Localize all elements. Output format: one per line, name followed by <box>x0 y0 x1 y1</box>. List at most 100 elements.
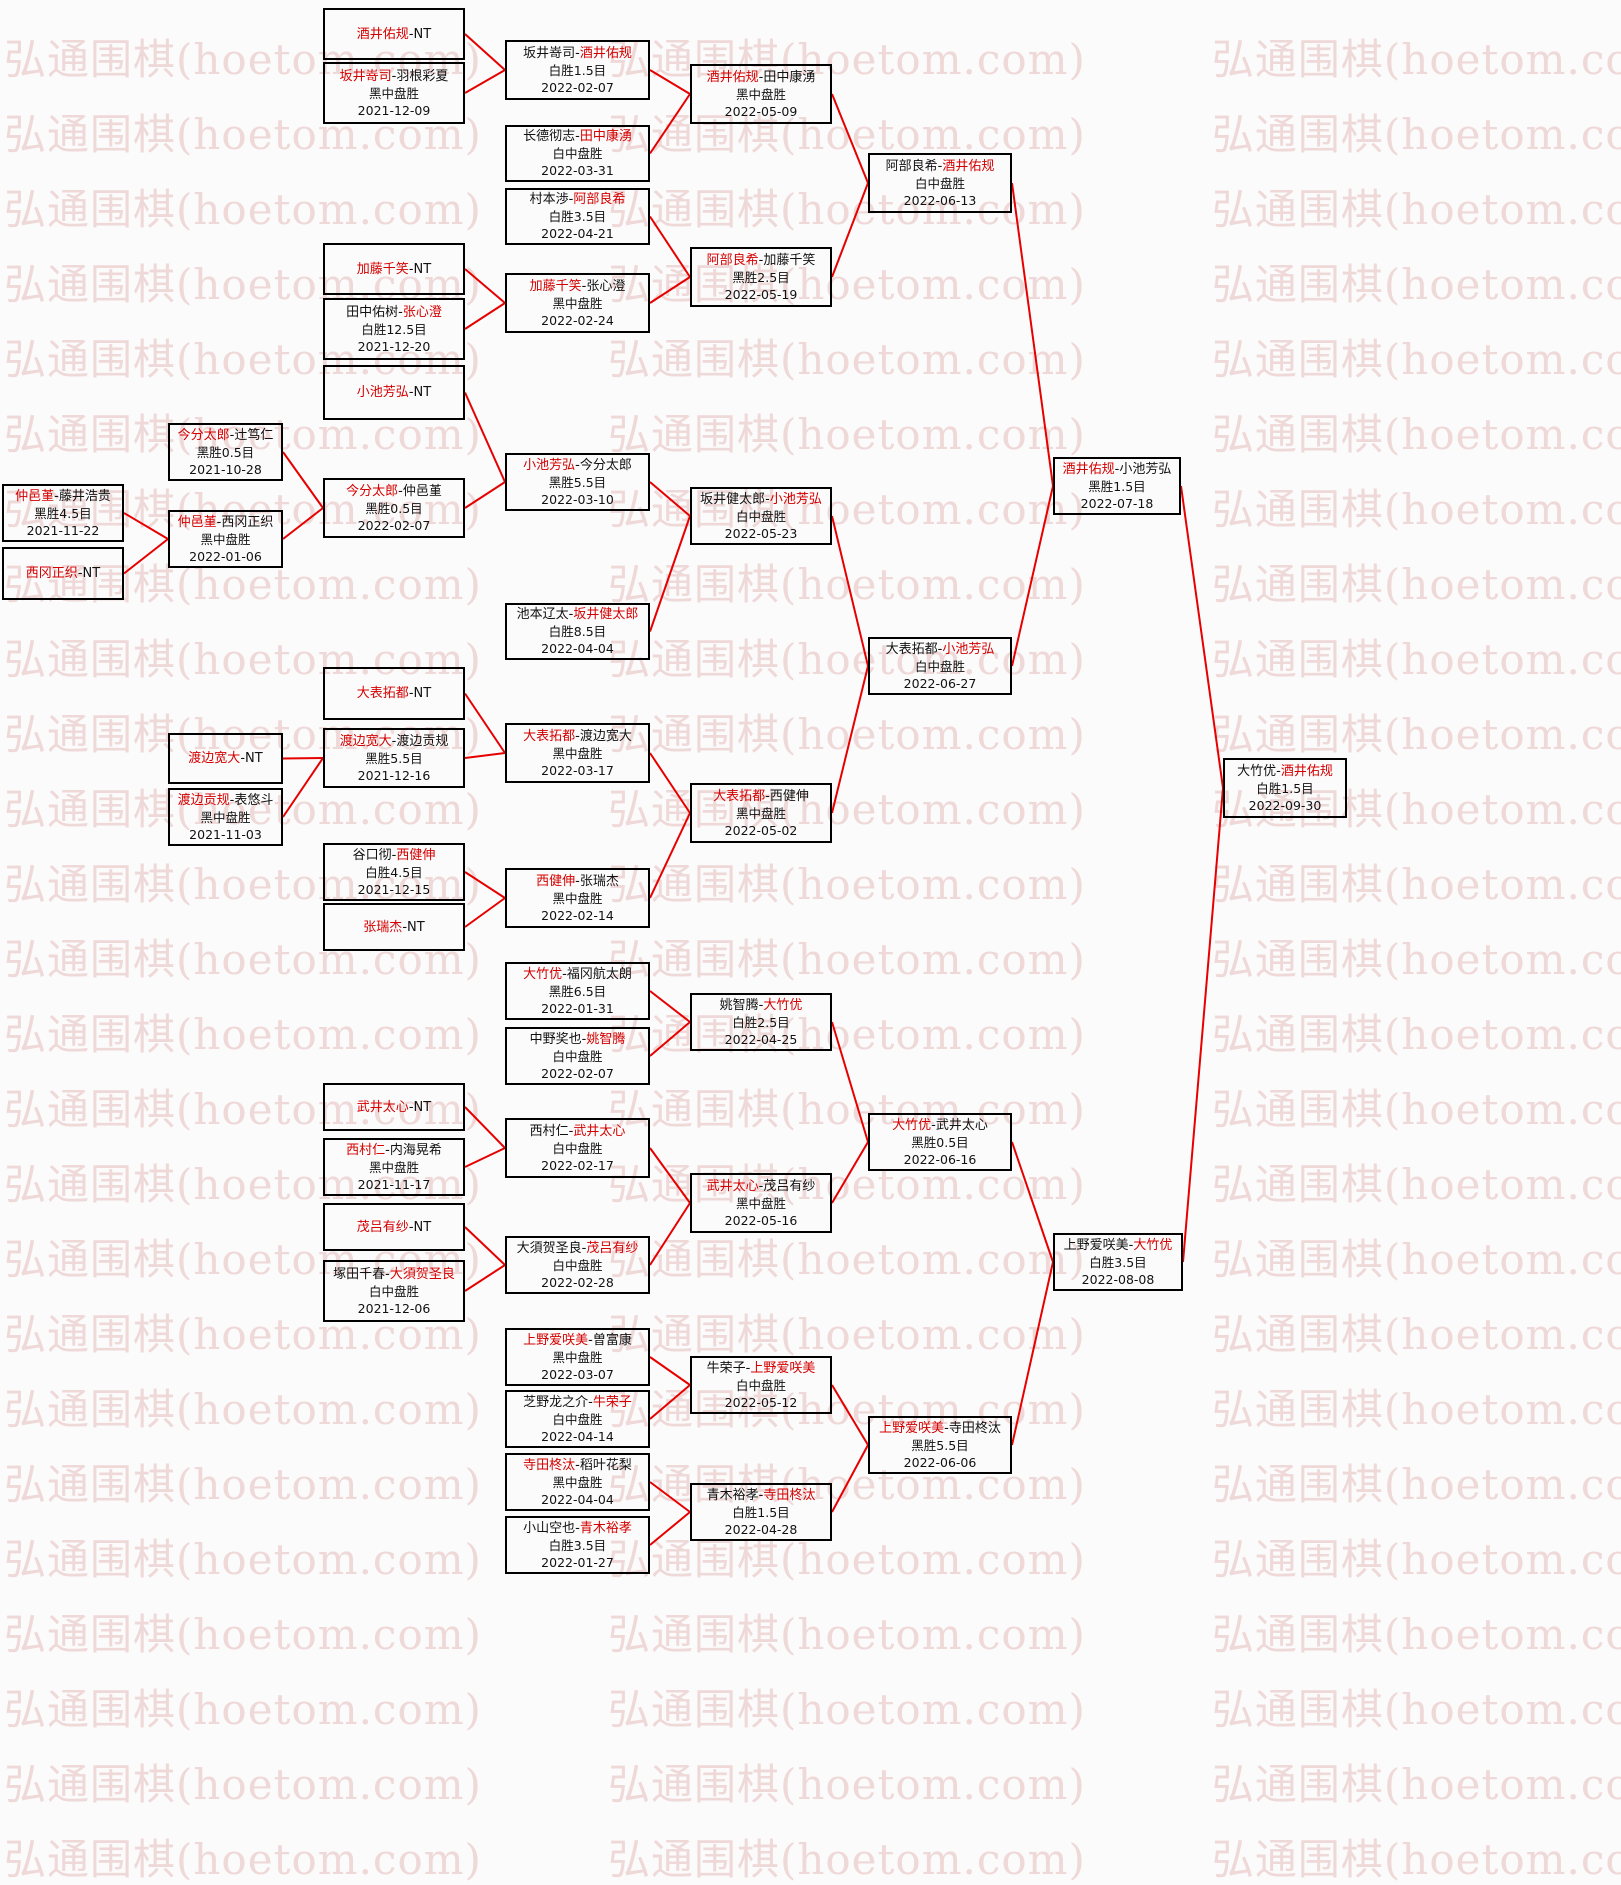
loser-name: 坂井健太郎 <box>700 491 766 507</box>
match-date: 2022-09-30 <box>1248 797 1322 813</box>
match-result: 黑胜0.5目 <box>911 1134 969 1150</box>
match-date: 2022-02-07 <box>541 79 614 95</box>
bracket-connector <box>649 276 691 304</box>
loser-name: 羽根彩夏 <box>396 68 449 84</box>
match-date: 2021-10-28 <box>189 461 262 477</box>
loser-name: 张瑞杰 <box>579 873 619 889</box>
match-box: 茂吕有纱-NT <box>323 1203 465 1251</box>
watermark-text: 弘通围棋(hoetom.com) <box>4 560 482 609</box>
match-result: 黑中盘胜 <box>552 745 603 761</box>
loser-name: NT <box>82 566 101 581</box>
bracket-connector <box>649 812 691 899</box>
watermark-text: 弘通围棋(hoetom.com) <box>4 935 482 984</box>
loser-name: 渡边宽大 <box>579 728 632 744</box>
bracket-connector <box>649 215 691 278</box>
match-players: 仲邑堇-藤井浩贵 <box>15 488 111 505</box>
match-players: 仲邑堇-西冈正织 <box>178 514 274 531</box>
vs-dash: - <box>1114 461 1120 477</box>
winner-name: 西健伸 <box>536 873 576 889</box>
bracket-connector <box>464 871 506 899</box>
match-box: 加藤千笑-NT <box>323 243 465 295</box>
vs-dash: - <box>1276 763 1281 779</box>
vs-dash: - <box>937 641 943 657</box>
bracket-connector <box>464 481 506 509</box>
watermark-text: 弘通围棋(hoetom.com) <box>1211 110 1621 159</box>
match-date: 2022-04-14 <box>541 1428 614 1444</box>
match-result: 白中盘胜 <box>552 1048 603 1064</box>
loser-name: NT <box>413 26 432 42</box>
watermark-text: 弘通围棋(hoetom.com) <box>1211 1385 1621 1434</box>
watermark-text: 弘通围棋(hoetom.com) <box>1211 410 1621 459</box>
watermark-row: 弘通围棋(hoetom.com)弘通围棋(hoetom.com)弘通围棋(hoe… <box>4 1376 1621 1437</box>
match-result: 白胜3.5目 <box>548 209 607 224</box>
bracket-connector <box>831 93 869 184</box>
match-players: 中野奖也-姚智腾 <box>530 1031 626 1048</box>
watermark-row: 弘通围棋(hoetom.com)弘通围棋(hoetom.com)弘通围棋(hoe… <box>4 1676 1621 1737</box>
match-players: 西村仁-内海晃希 <box>346 1142 442 1159</box>
watermark-row: 弘通围棋(hoetom.com)弘通围棋(hoetom.com)弘通围棋(hoe… <box>4 476 1621 537</box>
match-players: 长德彻志-田中康湧 <box>523 128 632 145</box>
bracket-connector <box>123 538 169 575</box>
winner-name: 大表拓都 <box>713 788 766 804</box>
winner-name: 西健伸 <box>396 847 436 863</box>
vs-dash: - <box>562 966 567 982</box>
match-result: 黑胜0.5目 <box>196 444 255 460</box>
match-date: 2022-03-17 <box>541 762 614 778</box>
vs-dash: - <box>931 1117 936 1133</box>
bracket-connector <box>649 1202 691 1266</box>
bracket-connector <box>464 752 506 759</box>
match-players: 大表拓都-渡边宽大 <box>523 728 632 745</box>
watermark-text: 弘通围棋(hoetom.com) <box>1211 860 1621 909</box>
watermark-text: 弘通围棋(hoetom.com) <box>1211 935 1621 984</box>
vs-dash: - <box>229 427 235 443</box>
vs-dash: - <box>581 1031 587 1047</box>
watermark-text: 弘通围棋(hoetom.com) <box>607 1760 1086 1809</box>
match-date: 2022-05-23 <box>724 525 798 541</box>
watermark-text: 弘通围棋(hoetom.com) <box>607 1310 1086 1359</box>
match-date: 2022-02-07 <box>357 517 431 533</box>
watermark-row: 弘通围棋(hoetom.com)弘通围棋(hoetom.com)弘通围棋(hoe… <box>4 1076 1621 1137</box>
watermark-text: 弘通围棋(hoetom.com) <box>1211 1460 1621 1509</box>
match-players: 酒井佑规-田中康湧 <box>707 69 816 86</box>
match-players: 大須贺圣良-茂吕有纱 <box>517 1240 639 1257</box>
watermark-text: 弘通围棋(hoetom.com) <box>4 1685 482 1734</box>
winner-name: 仲邑堇 <box>15 488 55 504</box>
vs-dash: - <box>408 1219 414 1235</box>
winner-name: 上野爱咲美 <box>879 1420 945 1436</box>
watermark-text: 弘通围棋(hoetom.com) <box>607 260 1086 309</box>
winner-name: 仲邑堇 <box>177 514 217 530</box>
winner-name: 加藤千笑 <box>356 261 409 277</box>
loser-name: NT <box>245 751 263 766</box>
match-date: 2022-08-08 <box>1081 1271 1155 1287</box>
loser-name: 表悠斗 <box>234 792 274 808</box>
match-result: 白胜1.5目 <box>732 1504 790 1520</box>
winner-name: 酒井佑规 <box>706 69 759 85</box>
bracket-connector <box>1011 1141 1054 1263</box>
match-players: 上野爱咲美-大竹优 <box>1064 1237 1173 1254</box>
match-result: 黑胜5.5目 <box>911 1437 969 1453</box>
vs-dash: - <box>575 457 580 473</box>
match-result: 黑胜6.5目 <box>548 983 607 999</box>
watermark-row: 弘通围棋(hoetom.com)弘通围棋(hoetom.com)弘通围棋(hoe… <box>4 176 1621 237</box>
loser-name: NT <box>413 1219 432 1235</box>
loser-name: 西健伸 <box>769 788 809 804</box>
match-date: 2022-05-12 <box>724 1394 798 1410</box>
match-date: 2022-06-06 <box>903 1454 977 1470</box>
watermark-text: 弘通围棋(hoetom.com) <box>4 1310 482 1359</box>
vs-dash: - <box>575 1457 580 1473</box>
match-date: 2022-03-31 <box>541 163 614 178</box>
